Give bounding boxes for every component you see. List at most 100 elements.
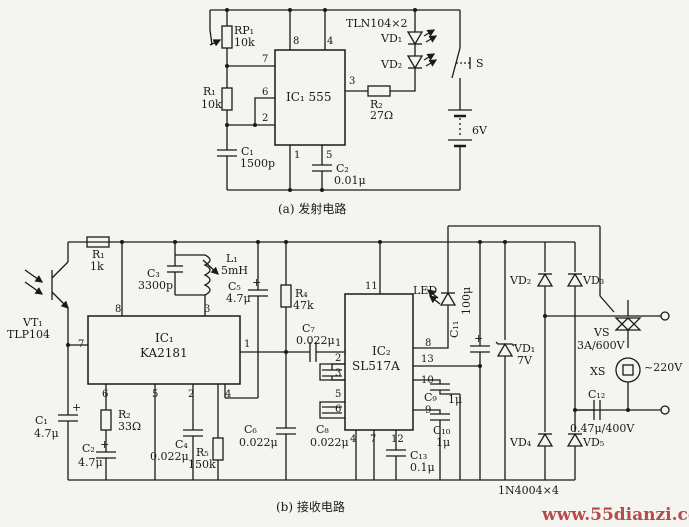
- c12-value: 0.47μ/400V: [570, 422, 635, 435]
- ic2-part-label: SL517A: [352, 359, 400, 373]
- c9-value: 1μ: [448, 393, 462, 406]
- r1-label: R₁: [92, 248, 105, 261]
- vd3-diode: [566, 272, 584, 287]
- vd5-diode: [566, 432, 584, 447]
- receiver-circuit: IC₁ KA2181 8 7 1 6 5 2 4 3 IC₂ SL517A 11…: [7, 225, 683, 514]
- ic1-555-label: IC₁ 555: [286, 90, 331, 104]
- c1-plus: +: [72, 401, 81, 414]
- transmitter-caption: (a) 发射电路: [278, 201, 346, 216]
- ic1-pin-1: 1: [244, 339, 250, 350]
- vd2-label: VD₂: [380, 58, 402, 71]
- c3-value: 3300p: [138, 279, 173, 292]
- c5-value: 4.7μ: [226, 292, 251, 305]
- tln104-label: TLN104×2: [346, 17, 407, 30]
- ic2-pin-6: 6: [335, 404, 341, 415]
- r1-resistor: [86, 236, 110, 248]
- ic2-pin-13: 13: [421, 354, 434, 365]
- vs-label: VS: [593, 326, 609, 339]
- vd1-led: [406, 31, 424, 46]
- terminal-bottom: [660, 405, 670, 415]
- r4-resistor: [280, 284, 292, 308]
- c1-label: C₁: [35, 414, 48, 427]
- vs-triac: [614, 317, 642, 331]
- c11-label: C₁₁: [448, 321, 461, 338]
- ic2-label: IC₂: [372, 344, 391, 358]
- vd1-label: VD₁: [380, 32, 402, 45]
- r1-resistor: [221, 87, 233, 111]
- l1-value: 5mH: [221, 264, 248, 277]
- c10-label: C₁₀: [433, 424, 451, 437]
- pin-1: 1: [294, 150, 300, 161]
- vd5-label: VD₅: [582, 436, 604, 449]
- vd2-led: [406, 55, 424, 70]
- led-label: LED: [413, 284, 437, 297]
- ic2-sl517a: [344, 293, 414, 431]
- c4-label: C₄: [175, 438, 188, 451]
- c1-value: 4.7μ: [34, 427, 59, 440]
- pin-4: 4: [327, 36, 333, 47]
- c5-label: C₅: [228, 280, 241, 293]
- r5-value: 150k: [188, 458, 216, 471]
- r2-resistor: [367, 85, 391, 97]
- mains-label: ~220V: [644, 361, 683, 374]
- c2-label: C₂: [82, 442, 95, 455]
- c2-label: C₂: [336, 162, 349, 175]
- pin-8: 8: [293, 36, 299, 47]
- r1-value: 10k: [201, 98, 222, 111]
- vd2-label: VD₂: [509, 274, 531, 287]
- ic1-pin-2: 2: [188, 389, 194, 400]
- c11-value: 100μ: [460, 287, 473, 315]
- r2-value: 27Ω: [370, 109, 393, 122]
- vd3-label: VD₃: [582, 274, 604, 287]
- ic2-pin-8: 8: [425, 338, 431, 349]
- xs-label: XS: [590, 365, 605, 378]
- pin-6: 6: [262, 87, 268, 98]
- vt1-label: VT₁: [22, 316, 43, 329]
- led: [439, 291, 457, 306]
- c2-value: 0.01μ: [334, 174, 366, 187]
- ic1-pin-8: 8: [115, 304, 121, 315]
- r5-resistor: [212, 437, 224, 461]
- c8-label: C₈: [316, 423, 329, 436]
- vd4-label: VD₄: [509, 436, 532, 449]
- vd2-diode: [536, 272, 554, 287]
- ic2-pin-11: 11: [365, 281, 378, 292]
- c1-value: 1500p: [240, 157, 275, 170]
- ic1-part-label: KA2181: [140, 346, 188, 360]
- vd1-label: VD₁: [513, 342, 535, 355]
- battery-label: 6V: [472, 124, 488, 137]
- ic2-pin-1: 1: [335, 338, 341, 349]
- pin-5: 5: [326, 150, 332, 161]
- ic1-555: [274, 49, 346, 146]
- ic1-pin-4: 4: [225, 389, 231, 400]
- ic1-label: IC₁: [155, 331, 174, 345]
- ic2-pin-2: 2: [335, 353, 341, 364]
- c7-label: C₇: [302, 322, 315, 335]
- c10-value: 1μ: [436, 436, 450, 449]
- vs-value: 3A/600V: [577, 339, 626, 352]
- r1-value: 1k: [90, 260, 104, 273]
- rp1-label: RP₁: [234, 24, 254, 37]
- ic2-pin-12: 12: [391, 434, 404, 445]
- r4-label: R₄: [295, 287, 308, 300]
- c5-plus: +: [252, 276, 261, 289]
- c12-label: C₁₂: [588, 388, 605, 401]
- c7-value: 0.022μ: [296, 334, 335, 347]
- transmitter-circuit: IC₁ 555 8 4 7 6 2 3 1 5 RP₁ 10k R₁ 10k: [201, 8, 488, 216]
- vd4-diode: [536, 432, 554, 447]
- c8-value: 0.022μ: [310, 436, 349, 449]
- l1-inductor: [203, 254, 211, 296]
- c4-value: 0.022μ: [150, 450, 189, 463]
- c3-label: C₃: [147, 267, 160, 280]
- vt1-part-label: TLP104: [7, 328, 50, 341]
- ic1-ka2181: [87, 315, 241, 385]
- l1-label: L₁: [226, 252, 238, 265]
- vd1-value: 7V: [517, 354, 533, 367]
- ic1-pin-6: 6: [102, 389, 108, 400]
- c9-label: C₉: [424, 391, 437, 404]
- r4-value: 47k: [293, 299, 314, 312]
- r2-label: R₂: [370, 98, 383, 111]
- ic2-pin-4: 4: [350, 434, 356, 445]
- xs-socket: [615, 357, 641, 383]
